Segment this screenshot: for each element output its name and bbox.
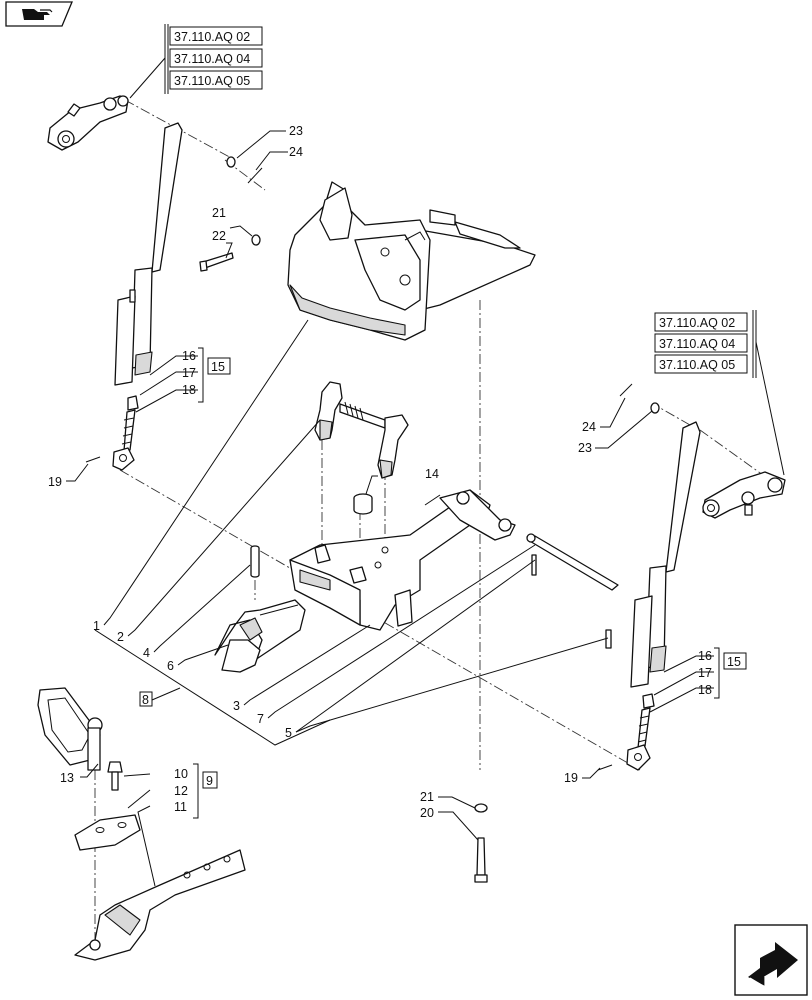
callout-21-bottom: 21 xyxy=(420,790,434,804)
group-number: 15 xyxy=(211,360,225,374)
callout-24-right: 24 xyxy=(582,420,596,434)
bolt-22 xyxy=(199,252,234,272)
lift-link-left xyxy=(112,122,183,471)
pin-24-left xyxy=(247,167,263,184)
callout-17-right: 17 xyxy=(698,666,712,680)
callout-6: 6 xyxy=(167,659,174,673)
reference-group-left: 37.110.AQ 02 37.110.AQ 04 37.110.AQ 05 xyxy=(129,24,263,99)
callout-18-right: 18 xyxy=(698,683,712,697)
callout-18-left: 18 xyxy=(182,383,196,397)
group-15-right: 15 xyxy=(714,647,747,699)
reference-code: 37.110.AQ 04 xyxy=(659,337,735,351)
lift-rocker-arm-right xyxy=(702,471,786,519)
bolt-20 xyxy=(474,837,488,883)
group-number: 9 xyxy=(206,774,213,788)
group-number: 15 xyxy=(727,655,741,669)
washer-23-right xyxy=(650,402,660,414)
reference-code: 37.110.AQ 02 xyxy=(174,30,250,44)
callout-17-left: 17 xyxy=(182,366,196,380)
callout-19-right: 19 xyxy=(564,771,578,785)
hand-pointer-icon[interactable] xyxy=(5,1,73,27)
lift-rocker-arm-left xyxy=(47,95,129,151)
callout-21-top: 21 xyxy=(212,206,226,220)
callout-23-left: 23 xyxy=(289,124,303,138)
hook-6 xyxy=(214,599,306,673)
hitch-mounting-frame xyxy=(287,181,536,341)
callout-2: 2 xyxy=(117,630,124,644)
callout-12: 12 xyxy=(174,784,188,798)
hitch-slide-assembly xyxy=(289,489,516,631)
callout-13: 13 xyxy=(60,771,74,785)
reference-code: 37.110.AQ 04 xyxy=(174,52,250,66)
pin-4 xyxy=(250,545,260,578)
callout-7: 7 xyxy=(257,712,264,726)
group-8-outline: 8 xyxy=(94,629,331,746)
plate-12 xyxy=(74,814,141,851)
group-9: 9 xyxy=(193,763,218,819)
callout-14: 14 xyxy=(425,467,439,481)
clip-19-right xyxy=(597,764,613,771)
callout-11: 11 xyxy=(174,800,187,814)
callout-5: 5 xyxy=(285,726,292,740)
lift-link-right xyxy=(626,421,701,771)
pin-24-right xyxy=(619,383,633,397)
callout-24-left: 24 xyxy=(289,145,303,159)
callout-4: 4 xyxy=(143,646,150,660)
reference-code: 37.110.AQ 05 xyxy=(659,358,735,372)
callout-1: 1 xyxy=(93,619,100,633)
callout-22: 22 xyxy=(212,229,226,243)
leader-lines xyxy=(66,130,714,887)
group-number: 8 xyxy=(142,693,149,707)
crossbar-pin-5 xyxy=(526,533,619,649)
bolt-10 xyxy=(107,761,123,791)
reference-code: 37.110.AQ 02 xyxy=(659,316,735,330)
reference-group-right: 37.110.AQ 02 37.110.AQ 04 37.110.AQ 05 xyxy=(654,310,785,476)
callout-16-left: 16 xyxy=(182,349,196,363)
washer-23-left xyxy=(226,156,236,168)
washer-21-bottom xyxy=(474,803,488,813)
clip-19-left xyxy=(85,456,101,463)
callout-19-left: 19 xyxy=(48,475,62,489)
plug-14 xyxy=(353,493,373,515)
reference-code: 37.110.AQ 05 xyxy=(174,74,250,88)
callout-16-right: 16 xyxy=(698,649,712,663)
washer-21-top xyxy=(251,234,261,246)
callout-20: 20 xyxy=(420,806,434,820)
hook-latch-assembly xyxy=(314,381,409,479)
callout-10: 10 xyxy=(174,767,188,781)
plate-13 xyxy=(37,687,103,771)
drawbar-11 xyxy=(74,849,246,961)
next-page-arrow-icon[interactable] xyxy=(734,924,808,996)
callout-23-right: 23 xyxy=(578,441,592,455)
callout-3: 3 xyxy=(233,699,240,713)
callout-labels: 1 2 4 6 3 7 5 14 13 10 12 11 16 17 18 19… xyxy=(48,124,712,820)
group-15-left: 15 xyxy=(198,347,231,403)
